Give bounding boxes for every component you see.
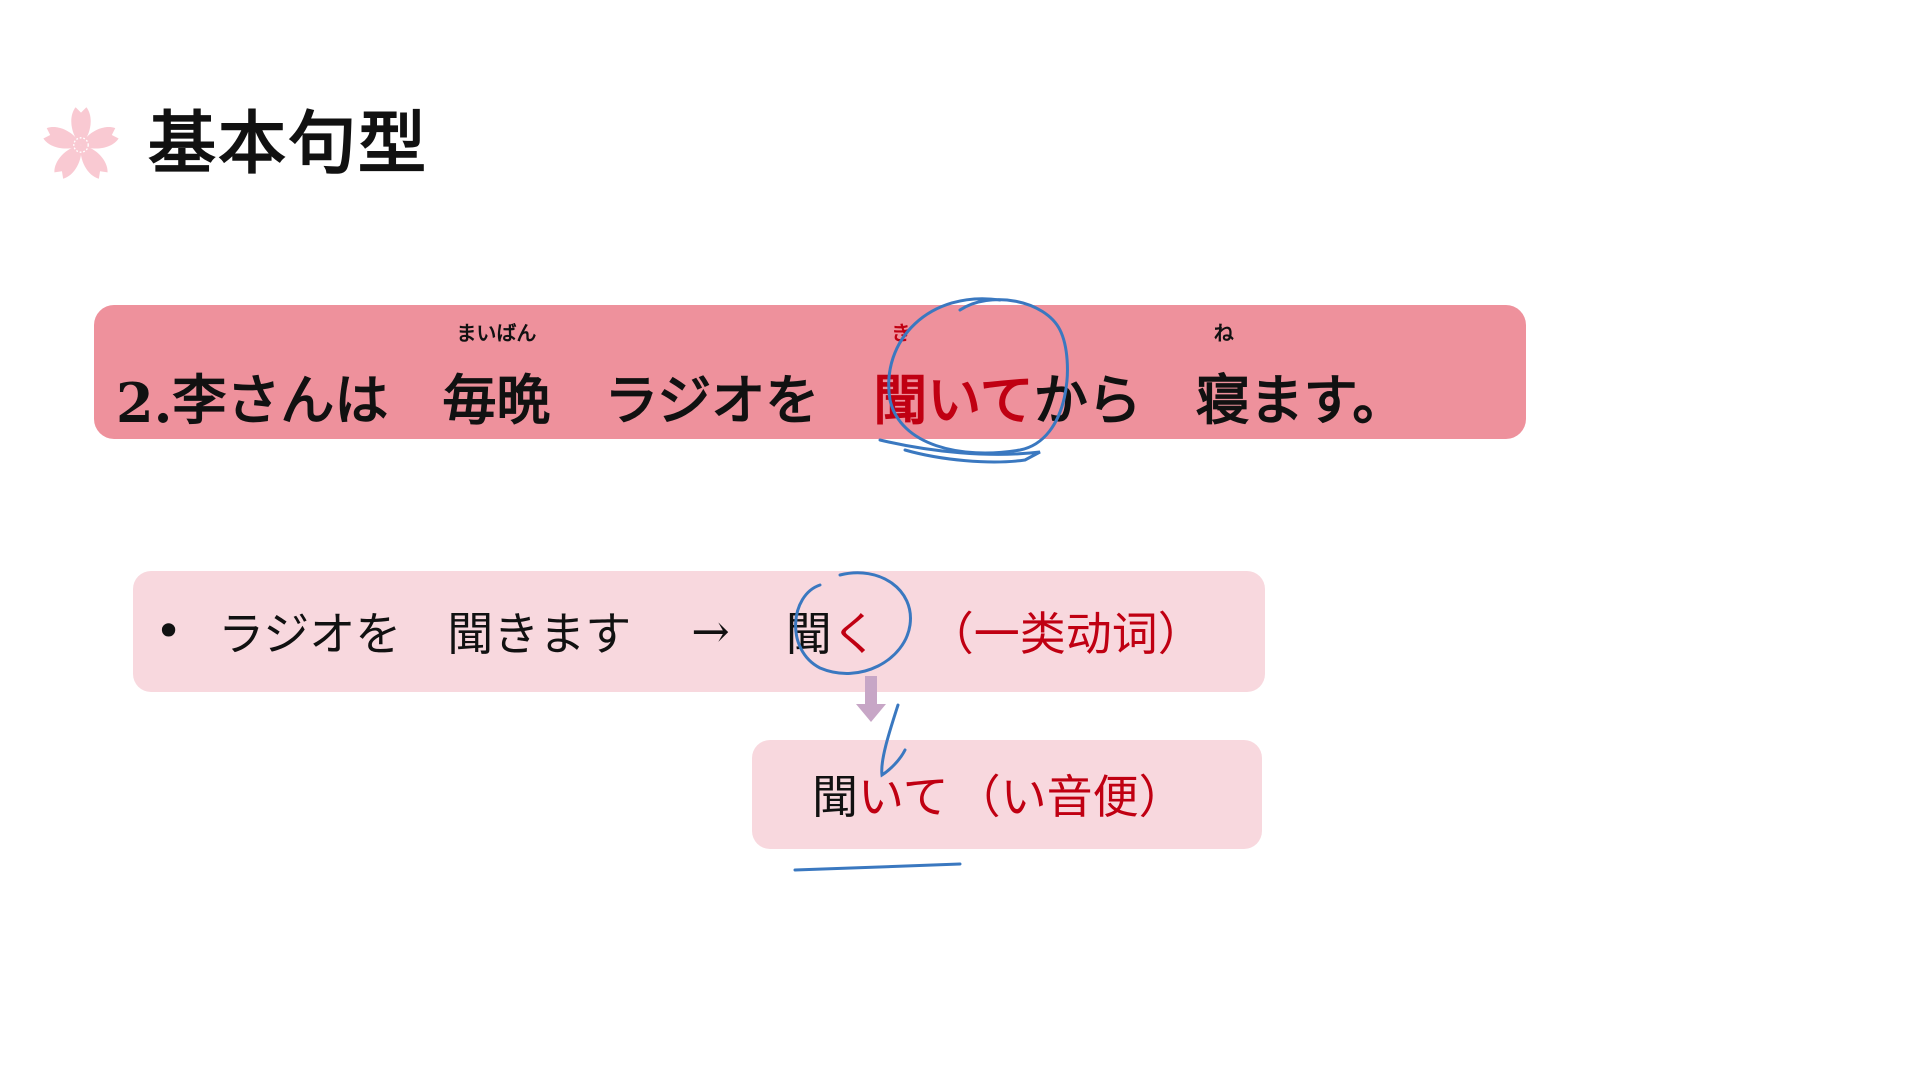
down-arrow-icon [856, 676, 886, 722]
sentence-particle: から [1033, 368, 1142, 432]
source-verb: 聞きます [447, 607, 632, 661]
example-sentence: 2. 李さんは まいばん 毎晩 ラジオを き 聞いて から ね 寝ます。 [116, 321, 1407, 435]
slide-title: 基本句型 [148, 105, 429, 184]
result-ending: いて [858, 770, 949, 824]
conjugation-source: • ラジオを 聞きます → 聞 く （一类动词） [155, 601, 1204, 661]
furigana: ね [1213, 321, 1234, 345]
underline-annotation-result [793, 862, 962, 872]
dictionary-form-stem: 聞 [785, 607, 832, 661]
example-sentence-banner: 2. 李さんは まいばん 毎晩 ラジオを き 聞いて から ね 寝ます。 [94, 305, 1526, 439]
bullet: • [155, 604, 183, 658]
sakura-icon [42, 107, 120, 182]
right-arrow-icon: → [691, 604, 730, 658]
result-stem: 聞 [812, 770, 858, 824]
conjugation-source-box: • ラジオを 聞きます → 聞 く （一类动词） [133, 571, 1265, 692]
source-object: ラジオを [218, 607, 402, 661]
dictionary-form-ending: く [831, 607, 878, 661]
sentence-highlighted-verb: き 聞いて [873, 321, 1034, 432]
sentence-number: 2. [116, 371, 173, 435]
sentence-main-verb: ね 寝ます。 [1195, 321, 1407, 432]
result-note: （い音便） [954, 770, 1185, 824]
sentence-time-word: まいばん 毎晩 [442, 321, 551, 432]
conjugation-result-box: 聞 いて （い音便） [752, 740, 1262, 849]
verb-class-label: （一类动词） [927, 607, 1204, 661]
furigana: き [891, 321, 912, 345]
underline-annotation-main-verb [878, 438, 1041, 464]
conjugation-result: 聞 いて （い音便） [812, 764, 1185, 824]
sentence-object: ラジオを [604, 368, 820, 432]
sentence-subject: 李さんは [172, 368, 389, 432]
furigana: まいばん [456, 321, 537, 345]
